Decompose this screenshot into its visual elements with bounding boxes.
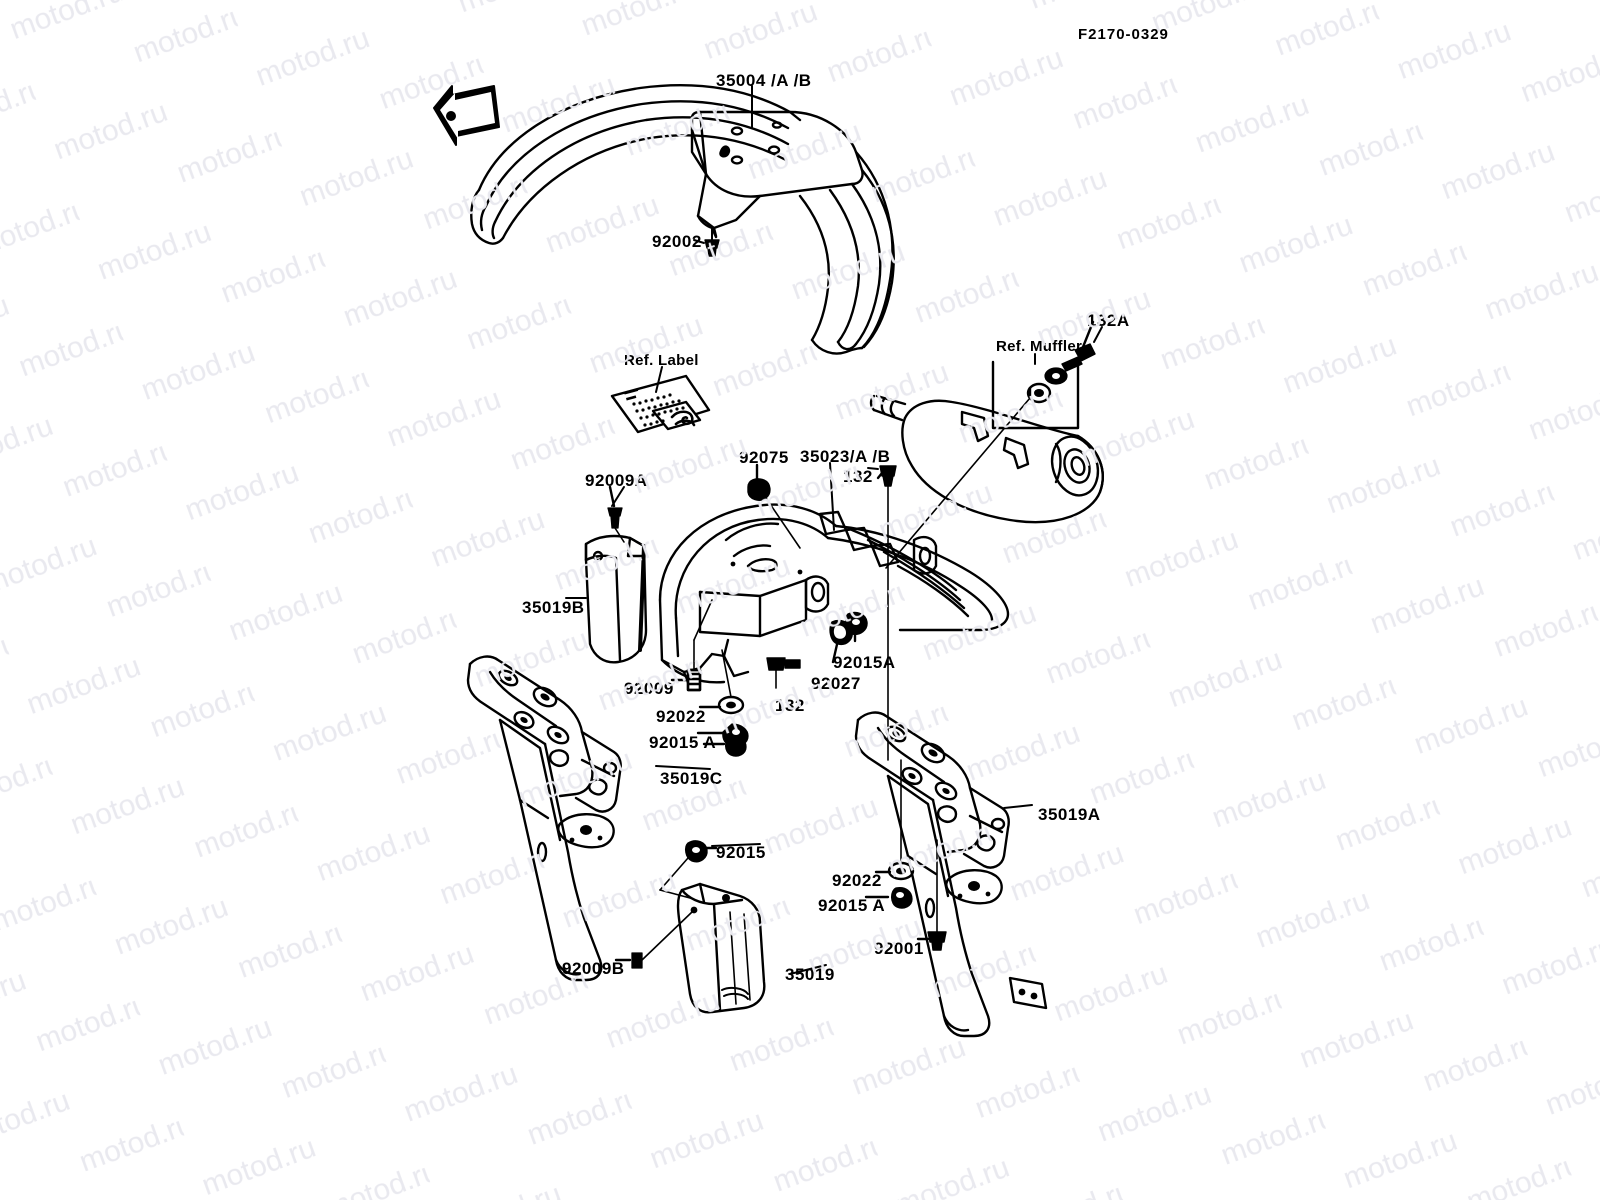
- ref-muffler-callout: Ref. Muffler: [996, 338, 1083, 355]
- callout-92009: 92009: [624, 679, 674, 698]
- callout-35019: 35019: [785, 965, 835, 984]
- callout-92009a: 92009A: [585, 471, 648, 490]
- callout-92001: 92001: [874, 939, 924, 958]
- callout-92015a-right: 92015 A: [818, 896, 886, 915]
- callout-92009b: 92009B: [562, 959, 625, 978]
- callout-132-center: 132: [775, 696, 805, 715]
- callout-92022-left: 92022: [656, 707, 706, 726]
- callout-92015a-left: 92015 A: [649, 733, 717, 752]
- callout-35023: 35023/A /B: [800, 447, 891, 466]
- callout-92075: 92075: [739, 448, 789, 467]
- callout-92027: 92027: [811, 674, 861, 693]
- callout-92015a-mid: 92015A: [833, 653, 896, 672]
- callout-35019c: 35019C: [660, 769, 723, 788]
- callout-35019b: 35019B: [522, 598, 585, 617]
- callout-35019a: 35019A: [1038, 805, 1101, 824]
- callout-35004: 35004 /A /B: [716, 71, 812, 90]
- callout-92015: 92015: [716, 843, 766, 862]
- callout-92022-right: 92022: [832, 871, 882, 890]
- callout-132a: 132A: [1087, 311, 1130, 330]
- callout-132-top: 132: [843, 467, 873, 486]
- callout-92002: 92002: [652, 232, 702, 251]
- ref-label-callout: Ref. Label: [624, 352, 699, 369]
- diagram-id: F2170-0329: [1078, 26, 1169, 43]
